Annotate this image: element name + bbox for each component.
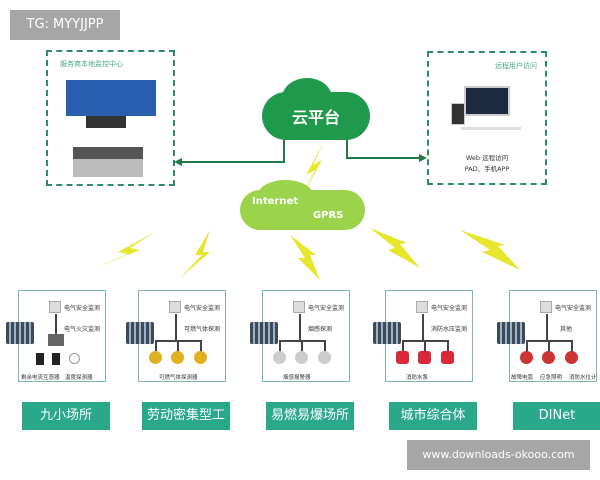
video-wall-image (66, 80, 156, 116)
panel-bottom-text: 消防水位计 (569, 375, 597, 381)
fire-monitor-icon (48, 334, 64, 346)
connector (571, 340, 573, 352)
arrow-to-local (178, 138, 285, 163)
lightning-icon (460, 230, 520, 270)
sensor-icon (542, 351, 555, 364)
monitor-device-icon (169, 301, 181, 313)
connector (175, 314, 177, 340)
arrow-to-remote (346, 138, 422, 159)
arrowhead-local (174, 158, 182, 166)
connector (402, 340, 404, 352)
lightning-bolts (90, 140, 520, 280)
panel-bottom-text: 温度探测器 (65, 375, 93, 381)
monitor-device-icon (293, 301, 305, 313)
remote-title: 远程用户访问 (495, 62, 537, 70)
scenario-label[interactable]: 劳动密集型工厂 (142, 402, 230, 451)
panel-top-text: 电气安全监测 (64, 305, 101, 312)
sensor-icon (441, 351, 454, 364)
cloud-platform-label: 云平台 (291, 108, 340, 127)
temperature-sensor-icon (69, 353, 80, 364)
sensor-icon (171, 351, 184, 364)
connector (422, 314, 424, 340)
keyboard-icon (461, 127, 521, 130)
panel-mid-text: 电气火灾监测 (64, 326, 101, 333)
scenario-label[interactable]: 城市综合体 (389, 402, 477, 430)
remote-web-text: Web 远程访问 (465, 154, 509, 162)
connector (55, 314, 57, 334)
panel-mid-text: 可燃气体探测 (184, 326, 221, 333)
local-center-title: 服务商本地监控中心 (60, 60, 123, 68)
panel-top-text: 电气安全监测 (555, 305, 592, 312)
computer-icon (464, 86, 510, 116)
building-icon (250, 322, 278, 344)
connector (177, 340, 179, 352)
scenario-label[interactable]: 易燃易爆场所 (266, 402, 354, 430)
sensor-icon (318, 351, 331, 364)
connector (299, 314, 301, 340)
current-transformer-icon (36, 353, 44, 365)
connector (548, 340, 550, 352)
scenario-panel: 电气安全监测 其他故障电弧应急照明消防水位计 (509, 290, 597, 382)
cloud-bump (282, 78, 332, 118)
connector (279, 340, 281, 352)
scenario-label[interactable]: DINet (513, 402, 600, 430)
lightning-icon (370, 228, 420, 268)
connector (447, 340, 449, 352)
connector (301, 340, 303, 352)
sensor-icon (396, 351, 409, 364)
connector (526, 340, 528, 352)
watermark-url: www.downloads-okooo.com (407, 440, 590, 470)
connector (155, 340, 157, 352)
lightning-icon (90, 232, 155, 270)
panel-top-text: 电气安全监测 (431, 305, 468, 312)
connector (424, 340, 426, 352)
connector (324, 340, 326, 352)
building-icon (373, 322, 401, 344)
remote-app-text: PAD、手机APP (464, 165, 510, 173)
sensor-icon (149, 351, 162, 364)
monitor-device-icon (49, 301, 61, 313)
lightning-icon (180, 230, 210, 278)
sensor-icon (295, 351, 308, 364)
connector (546, 314, 548, 340)
panel-bottom-text: 消防水泵 (406, 375, 429, 381)
panel-bottom-text: 应急照明 (540, 375, 563, 381)
lightning-icon (290, 235, 320, 280)
remote-access-box: 远程用户访问 Web 远程访问 PAD、手机APP (427, 51, 547, 185)
panel-mid-text: 其他 (560, 326, 573, 333)
sensor-icon (273, 351, 286, 364)
console-desk-image (73, 147, 143, 177)
lightning-icon (300, 140, 325, 200)
monitor-image (86, 116, 126, 128)
panel-bottom-text: 剩余电流互感器 (21, 375, 60, 381)
internet-label: Internet (252, 196, 299, 207)
panel-mid-text: 烟感探测 (308, 326, 333, 333)
network-cloud-bump (258, 180, 313, 210)
sensor-icon (565, 351, 578, 364)
building-icon (126, 322, 154, 344)
local-monitoring-center: 服务商本地监控中心 (46, 50, 175, 186)
connector (200, 340, 202, 352)
sensor-icon (194, 351, 207, 364)
panel-top-text: 电气安全监测 (308, 305, 345, 312)
building-icon (6, 322, 34, 344)
current-transformer-icon (52, 353, 60, 365)
scenario-label[interactable]: 九小场所 (22, 402, 110, 430)
sensor-icon (520, 351, 533, 364)
monitor-device-icon (540, 301, 552, 313)
panel-mid-text: 消防水压监测 (431, 326, 468, 333)
panel-top-text: 电气安全监测 (184, 305, 221, 312)
sensor-icon (418, 351, 431, 364)
panel-bottom-text: 故障电弧 (511, 375, 534, 381)
arrowhead-remote (419, 154, 427, 162)
monitor-device-icon (416, 301, 428, 313)
panel-bottom-text: 可燃气体探测器 (159, 375, 198, 381)
building-icon (497, 322, 525, 344)
panel-bottom-text: 烟感报警器 (283, 375, 311, 381)
watermark-badge: TG: MYYJJPP (10, 10, 120, 40)
tablet-icon (451, 103, 465, 125)
gprs-label: GPRS (313, 210, 344, 221)
